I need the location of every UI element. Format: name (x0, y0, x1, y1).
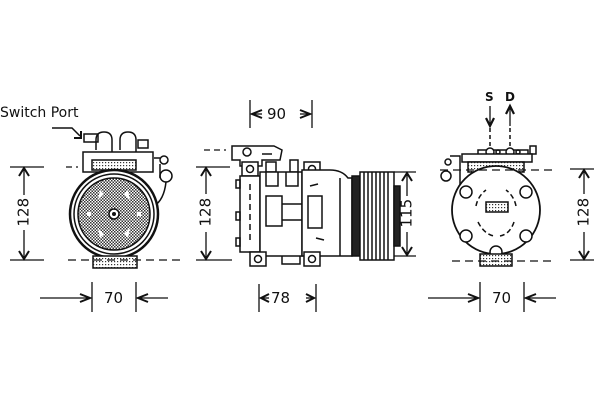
rear-view-dimensions (428, 103, 594, 312)
rear-height-dim: 128 (574, 197, 593, 227)
rear-width-dim: 70 (492, 289, 512, 307)
discharge-port-label: D (505, 90, 515, 104)
rear-view-compressor (440, 128, 541, 267)
side-pulley-dim: 115 (397, 198, 416, 228)
front-view-dimensions (10, 166, 180, 312)
switch-port-label: Switch Port (0, 105, 79, 121)
suction-port-label: S (485, 90, 494, 104)
side-top-dim: 90 (267, 105, 287, 123)
side-height-dim: 128 (196, 197, 215, 227)
side-view-dimensions (196, 100, 416, 312)
side-bottom-dim: 78 (271, 289, 291, 307)
side-view-compressor (231, 145, 401, 267)
front-height-dim: 128 (14, 197, 33, 227)
front-view-compressor (52, 127, 173, 269)
front-width-dim: 70 (104, 289, 124, 307)
